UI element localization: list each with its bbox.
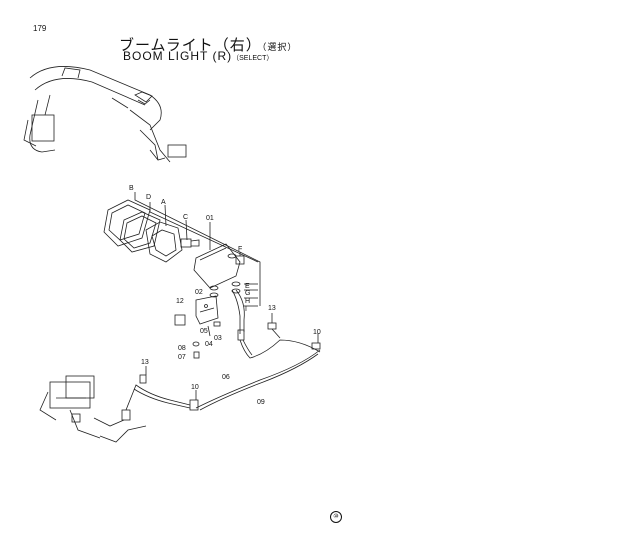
footer-mark: ⑩ (330, 511, 342, 523)
lens-frame-group (103, 199, 183, 263)
callout-07: 07 (178, 354, 186, 361)
bracket (195, 295, 219, 325)
callout-13-lower: 13 (141, 359, 149, 366)
callout-bracket (134, 192, 261, 307)
page-number: 179 (33, 24, 47, 33)
callout-g: G (245, 290, 250, 297)
callout-02: 02 (195, 289, 203, 296)
callout-10-lower: 10 (191, 384, 199, 391)
callout-h: H (245, 298, 250, 305)
callout-09: 09 (257, 399, 265, 406)
callout-04: 04 (205, 341, 213, 348)
title-english-suffix: （SELECT） (232, 55, 274, 62)
callout-06: 06 (222, 374, 230, 381)
callout-05: 05 (200, 328, 208, 335)
bulb-part (180, 238, 200, 248)
small-fasteners (192, 321, 221, 359)
excavator-boom-sketch (23, 66, 187, 163)
callout-10-upper: 10 (313, 329, 321, 336)
title-japanese-main: ブームライト（右） (119, 37, 262, 54)
callout-labels: B D A C 01 F 02 E G H I 12 05 03 04 08 0… (129, 185, 321, 406)
title-japanese-suffix: （選択） (261, 42, 298, 52)
callout-e: E (245, 283, 250, 290)
callout-01: 01 (206, 215, 214, 222)
callout-d: D (146, 194, 151, 201)
machine-base-sketch (39, 375, 147, 443)
washers (209, 281, 241, 298)
callout-13-upper: 13 (268, 305, 276, 312)
callout-c: C (183, 214, 188, 221)
callout-12: 12 (176, 298, 184, 305)
title-japanese: ブームライト（右）（選択） (119, 34, 297, 55)
title-english: BOOM LIGHT (R)（SELECT） (123, 49, 273, 63)
callout-03: 03 (214, 335, 222, 342)
title-english-main: BOOM LIGHT (R) (123, 49, 233, 63)
callout-f: F (238, 246, 242, 253)
callout-b: B (129, 185, 134, 192)
clamp-part (174, 314, 186, 326)
callout-a: A (161, 199, 166, 206)
callout-i: I (245, 306, 247, 313)
callout-08: 08 (178, 345, 186, 352)
wiring-harness (121, 289, 321, 421)
